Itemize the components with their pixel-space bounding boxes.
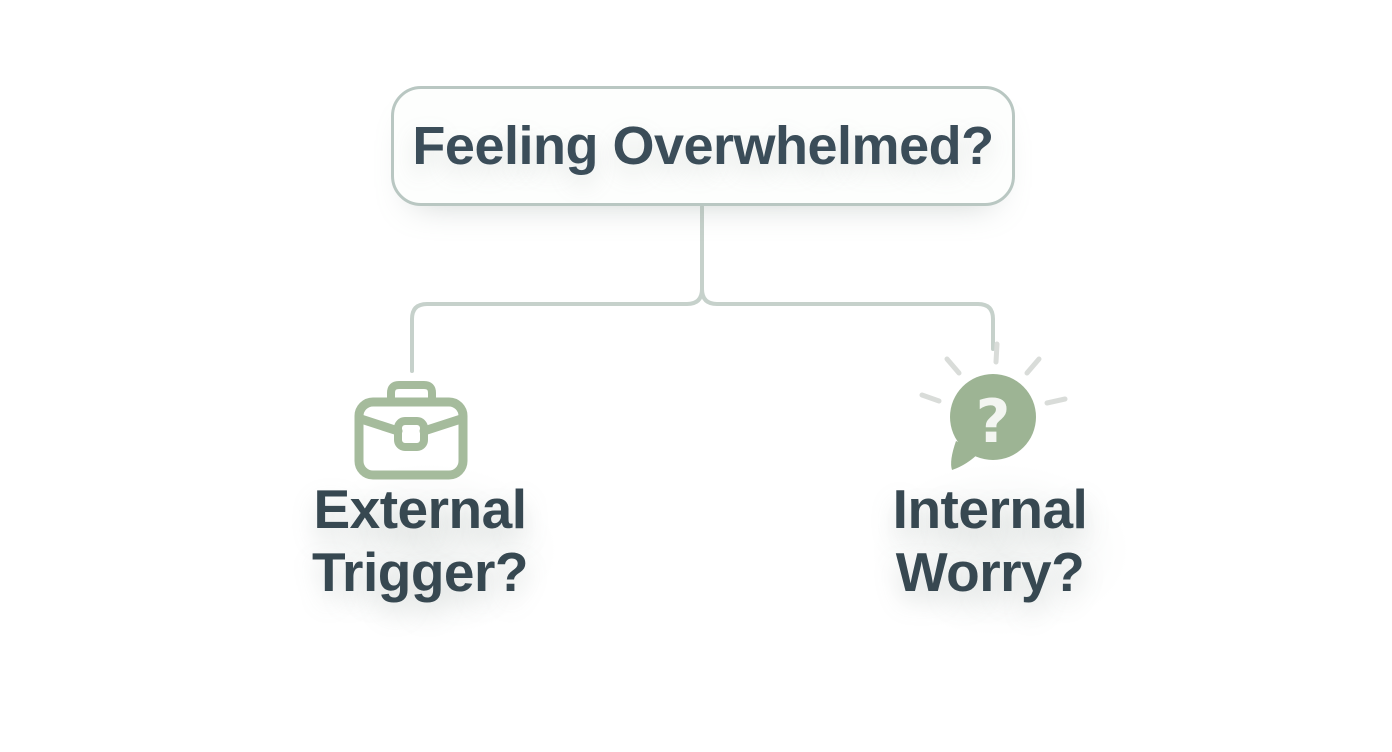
briefcase-icon [354,381,468,480]
bubble-body [950,374,1036,460]
connector-right-branch [700,287,995,351]
briefcase-flap-right [419,414,466,436]
briefcase-handle [387,381,436,405]
question-bubble-icon: ? [919,341,1068,470]
right-branch-label-line1: Internal [892,478,1088,540]
briefcase-flap-left [356,414,403,436]
left-branch-label-line2: Trigger? [311,541,529,603]
connector-left-branch [410,287,704,373]
right-branch-label: Internal Worry? [820,478,1160,604]
left-branch-label: External Trigger? [250,478,590,604]
briefcase-buckle [394,417,428,451]
decision-node: Feeling Overwhelmed? [391,86,1015,206]
bubble-tail [951,441,980,470]
question-mark-glyph: ? [976,387,1011,457]
connector-tree [410,205,995,373]
sparkle-rays [919,341,1068,406]
right-branch-label-line2: Worry? [895,541,1085,603]
decision-node-label: Feeling Overwhelmed? [412,116,994,176]
left-branch-label-line1: External [313,478,527,540]
briefcase-body [354,397,468,480]
